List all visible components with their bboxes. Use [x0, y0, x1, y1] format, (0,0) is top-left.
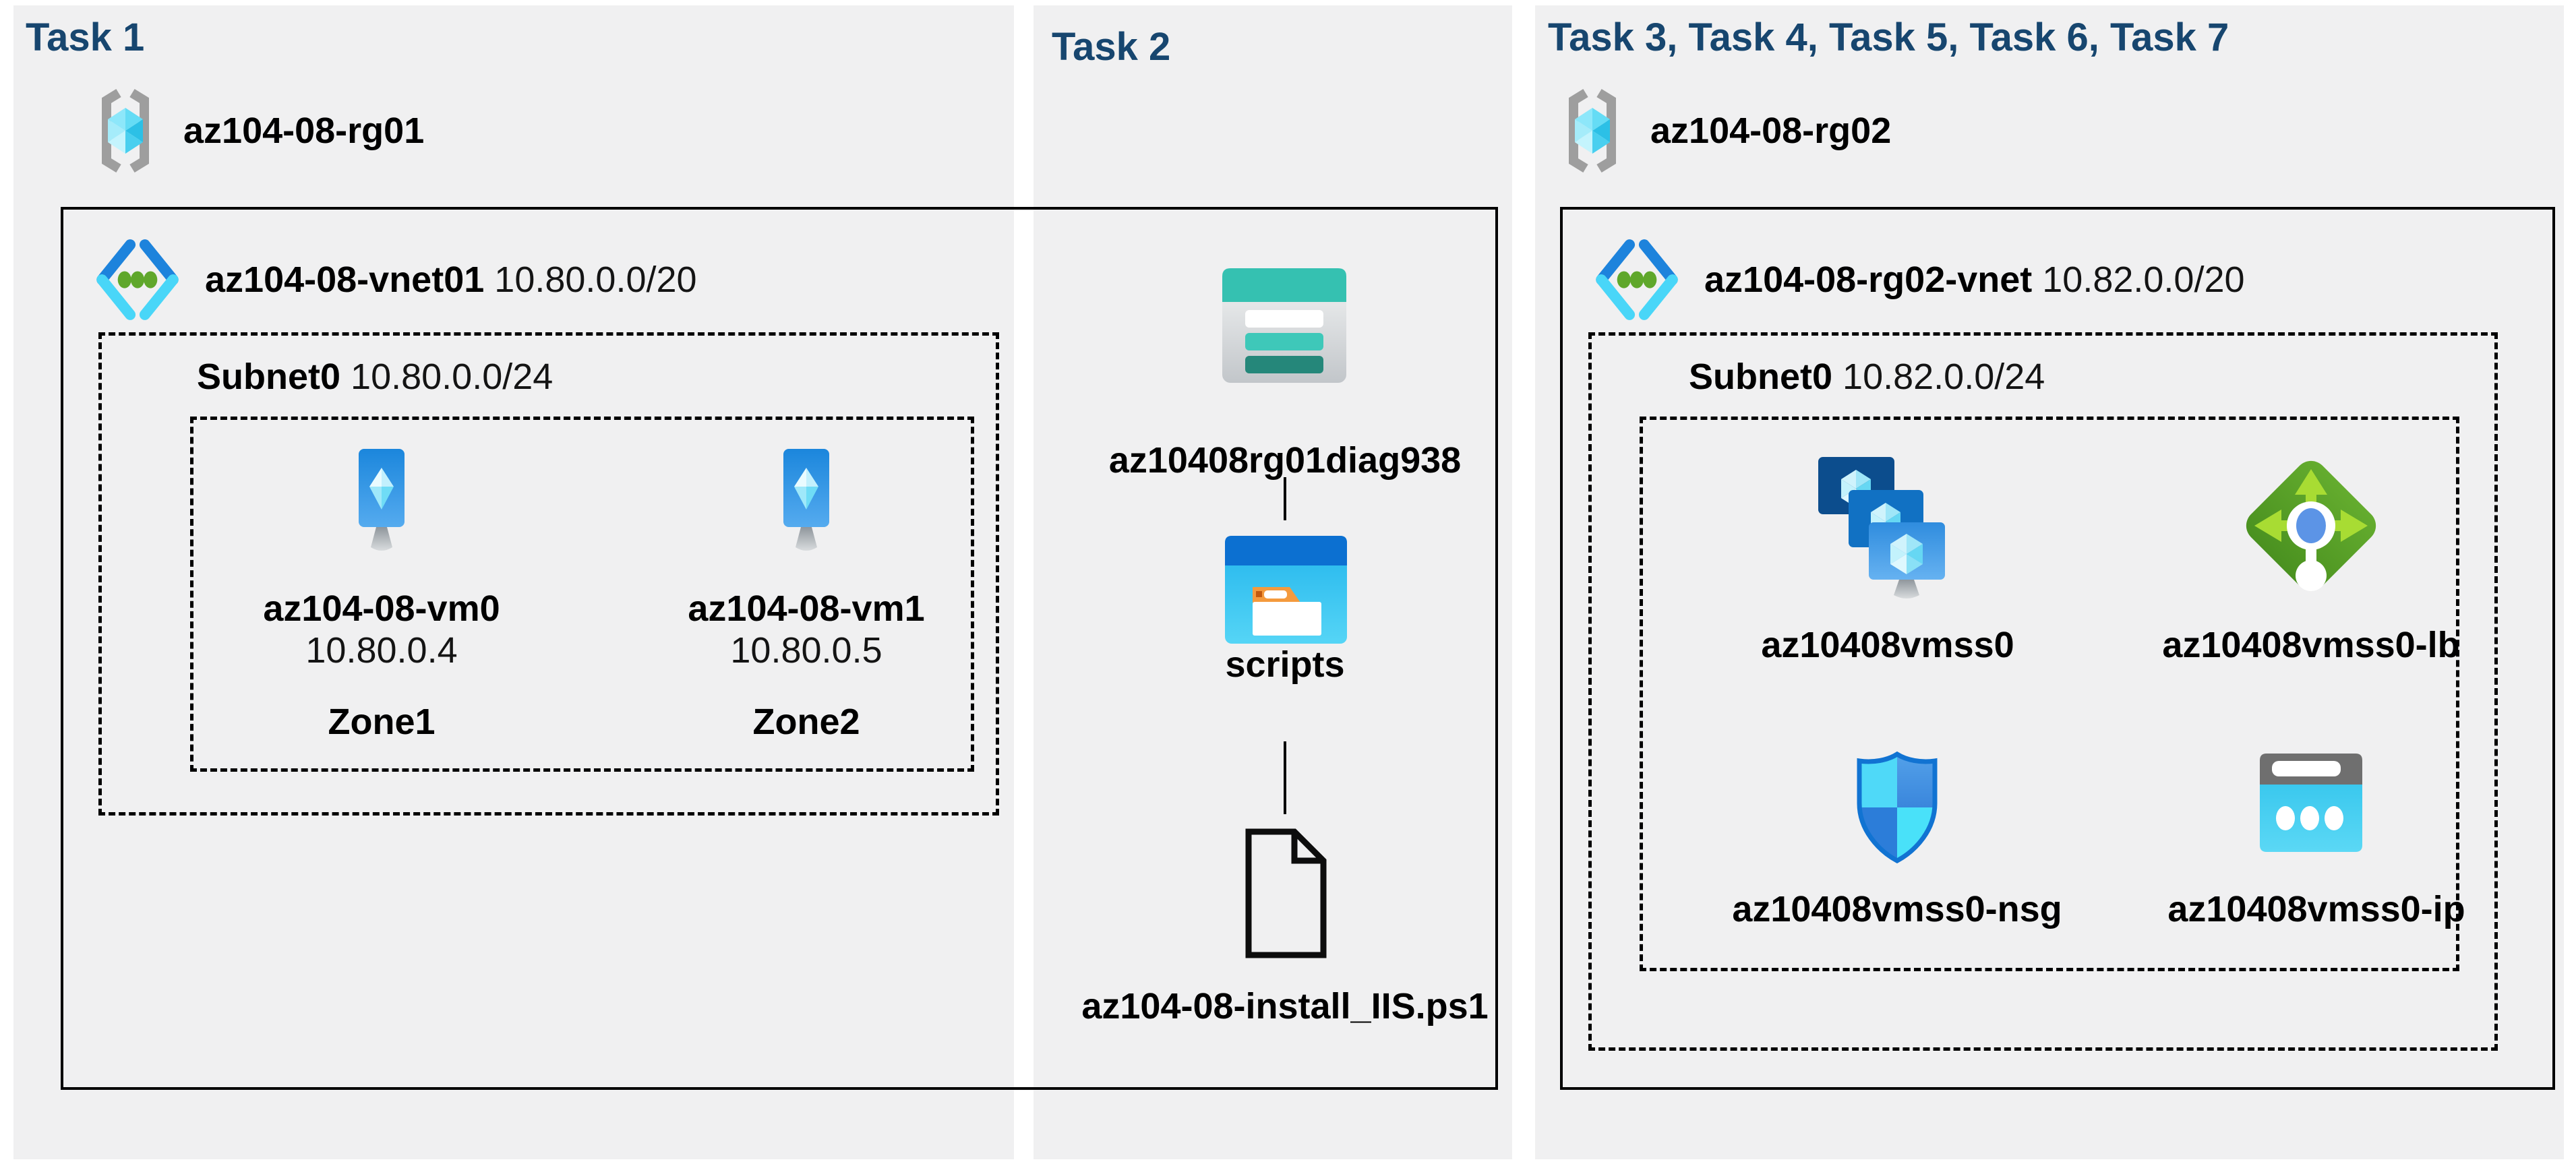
nsg-label: az10408vmss0-nsg	[1732, 889, 2062, 929]
subnet0-label-rg01: Subnet0 10.80.0.0/24	[197, 356, 553, 398]
vmss-icon	[1818, 457, 1945, 599]
task3-title: Task 3, Task 4, Task 5, Task 6, Task 7	[1548, 16, 2229, 59]
load-balancer-label: az10408vmss0-lb	[2162, 625, 2460, 665]
resource-group-icon	[1569, 89, 1616, 173]
subnet0-box-rg01	[98, 332, 999, 816]
resource-group-icon	[102, 89, 149, 173]
virtual-network-icon	[1596, 239, 1678, 320]
vnet02-container-box	[1560, 207, 2555, 1090]
subnet0-name-rg01: Subnet0	[197, 357, 341, 397]
vnet02-row: az104-08-rg02-vnet 10.82.0.0/20	[1592, 235, 2245, 325]
vm-zone-box	[190, 417, 974, 772]
subnet0-name-rg02: Subnet0	[1689, 357, 1833, 397]
virtual-network-icon	[96, 239, 179, 320]
vnet01-row: az104-08-vnet01 10.80.0.0/20	[93, 235, 697, 325]
storage-account-icon	[1222, 268, 1346, 383]
rg01-row: az104-08-rg01	[94, 89, 424, 173]
vm1-name-label: az104-08-vm1	[688, 588, 925, 629]
load-balancer-icon	[2246, 460, 2376, 591]
task1-title: Task 1	[26, 16, 145, 59]
vnet01-container-box	[61, 207, 1498, 1090]
script-file-label: az104-08-install_IIS.ps1	[1081, 986, 1489, 1026]
virtual-machine-icon	[359, 449, 405, 551]
vnet01-label: az104-08-vnet01 10.80.0.0/20	[205, 259, 697, 301]
vm1-ip-label: 10.80.0.5	[730, 630, 882, 671]
script-file-icon	[1245, 828, 1327, 958]
subnet0-cidr-rg01: 10.80.0.0/24	[351, 357, 553, 397]
folder-label: scripts	[1225, 644, 1345, 685]
vnet02-label: az104-08-rg02-vnet 10.82.0.0/20	[1704, 259, 2245, 301]
task2-title: Task 2	[1052, 25, 1171, 69]
vmss-label: az10408vmss0	[1761, 625, 2014, 665]
vnet01-cidr: 10.80.0.0/20	[494, 259, 697, 300]
nsg-icon	[1857, 751, 1938, 863]
vnet01-name: az104-08-vnet01	[205, 259, 485, 300]
subnet0-cidr-rg02: 10.82.0.0/24	[1843, 357, 2045, 397]
vnet02-cidr: 10.82.0.0/20	[2042, 259, 2245, 300]
connector-line	[1284, 741, 1286, 814]
vm0-zone-label: Zone1	[328, 702, 436, 742]
rg02-label: az104-08-rg02	[1650, 111, 1892, 151]
panel-task1	[13, 5, 1014, 1159]
vmss-resources-box	[1640, 417, 2459, 971]
virtual-machine-icon	[783, 449, 829, 551]
panel-task3	[1535, 5, 2564, 1159]
connector-line	[1284, 477, 1286, 520]
vm0-ip-label: 10.80.0.4	[305, 630, 458, 671]
vnet02-name: az104-08-rg02-vnet	[1704, 259, 2033, 300]
subnet0-box-rg02	[1588, 332, 2498, 1051]
rg02-row: az104-08-rg02	[1561, 89, 1891, 173]
subnet0-label-rg02: Subnet0 10.82.0.0/24	[1689, 356, 2045, 398]
storage-account-label: az10408rg01diag938	[1108, 440, 1462, 481]
vm0-name-label: az104-08-vm0	[263, 588, 500, 629]
folder-icon	[1225, 536, 1347, 644]
public-ip-label: az10408vmss0-ip	[2167, 889, 2465, 929]
vm1-zone-label: Zone2	[752, 702, 860, 742]
rg01-label: az104-08-rg01	[183, 111, 425, 151]
public-ip-icon	[2260, 754, 2362, 852]
